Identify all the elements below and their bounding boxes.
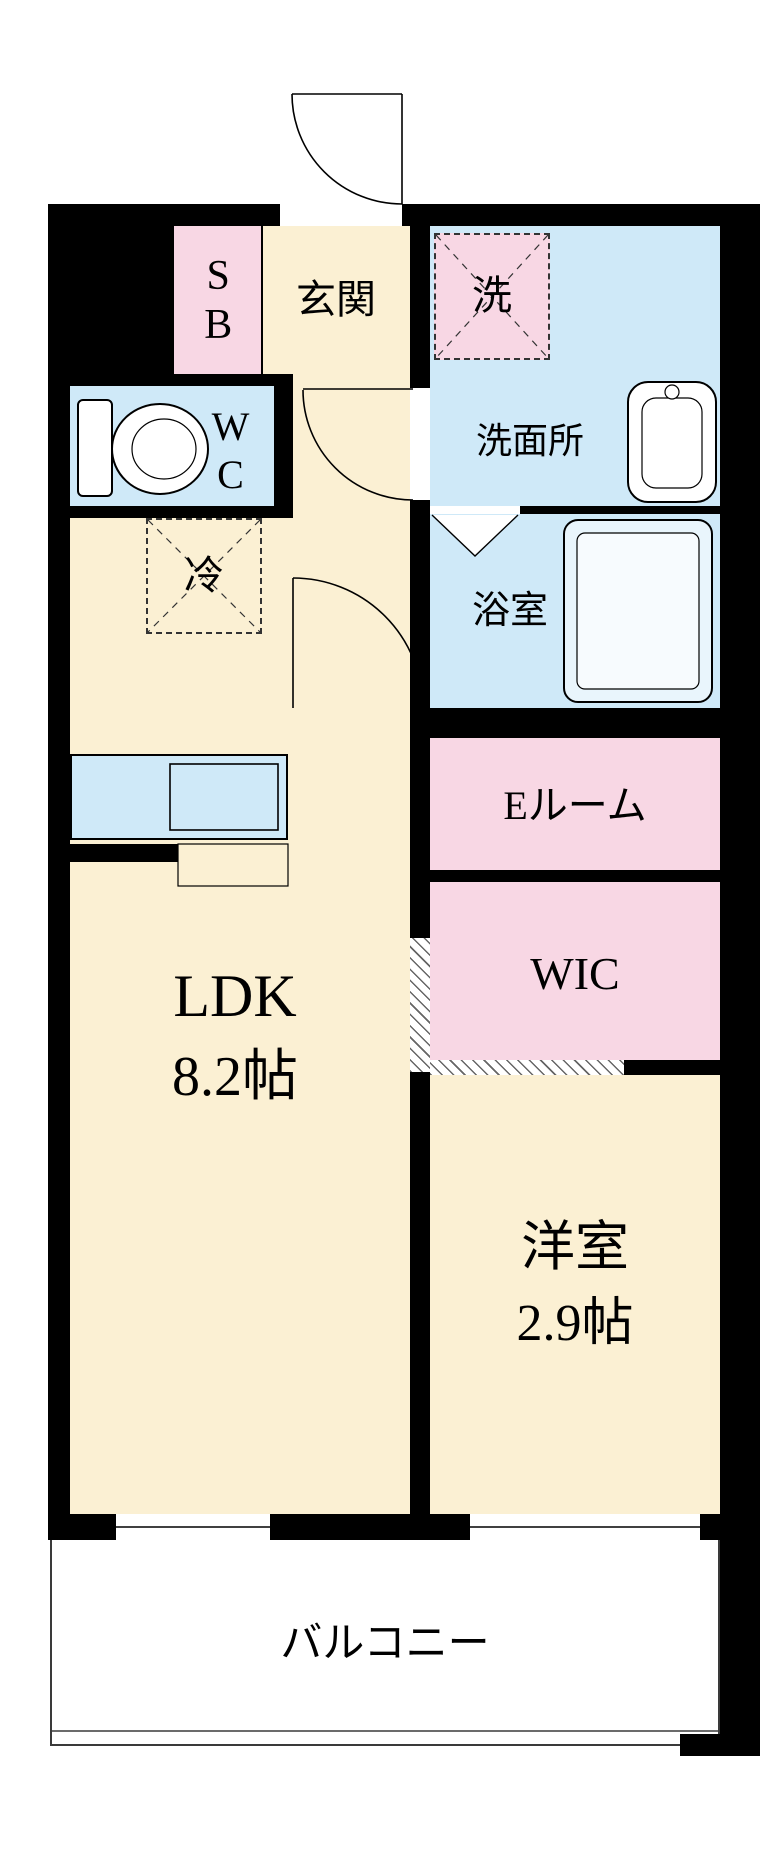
washroom-door-gap [410, 388, 430, 500]
wall-kitchen-stub [70, 844, 178, 862]
label-wc: WC [208, 404, 253, 500]
window-ldk-icon [114, 1514, 272, 1540]
room-wic [430, 882, 720, 1060]
label-bathroom: 浴室 [471, 590, 548, 633]
wall-wic-western [624, 1060, 720, 1075]
wall-center-vertical [410, 226, 430, 1514]
sliding-door-wic-western-icon [430, 1060, 624, 1075]
label-western-room: 洋室 [521, 1216, 629, 1277]
wall-left [48, 204, 70, 1540]
wall-bottom-right-foot [680, 1734, 760, 1756]
wall-right [720, 204, 760, 1756]
wall-block-top-left [70, 226, 174, 374]
label-shoe-box: SB [195, 253, 242, 351]
sliding-door-ldk-wic-icon [410, 938, 430, 1072]
label-balcony: バルコニー [280, 1620, 490, 1667]
label-washer: 洗 [472, 273, 512, 318]
kitchen-counter [70, 754, 288, 840]
wall-eroom-wic [430, 870, 720, 882]
wall-sb-divider [261, 226, 263, 374]
wall-under-wc [48, 506, 293, 518]
wall-under-sb [48, 374, 293, 386]
wall-top [48, 204, 760, 226]
window-western-icon [468, 1514, 702, 1540]
room-e-room [430, 738, 720, 870]
room-entrance [262, 226, 410, 388]
label-fridge: 冷 [184, 553, 224, 598]
room-shoe-box [174, 226, 262, 374]
entrance-door-gap [280, 204, 402, 226]
label-e-room: Eルーム [503, 783, 647, 828]
entrance-door-swing-icon [291, 93, 403, 205]
wall-wc-right [274, 386, 293, 518]
label-wic: WIC [530, 948, 620, 1000]
wall-bathroom-bottom [410, 708, 760, 738]
balcony-area [50, 1540, 720, 1746]
fridge-place-box [146, 518, 262, 634]
label-entrance: 玄関 [296, 277, 376, 322]
wall-washroom-bathroom [520, 506, 720, 514]
label-western-room-size: 2.9帖 [516, 1294, 634, 1352]
label-ldk-size: 8.2帖 [172, 1046, 298, 1109]
room-western [430, 1075, 720, 1514]
label-washroom: 洗面所 [475, 421, 584, 462]
label-ldk: LDK [173, 963, 297, 1029]
